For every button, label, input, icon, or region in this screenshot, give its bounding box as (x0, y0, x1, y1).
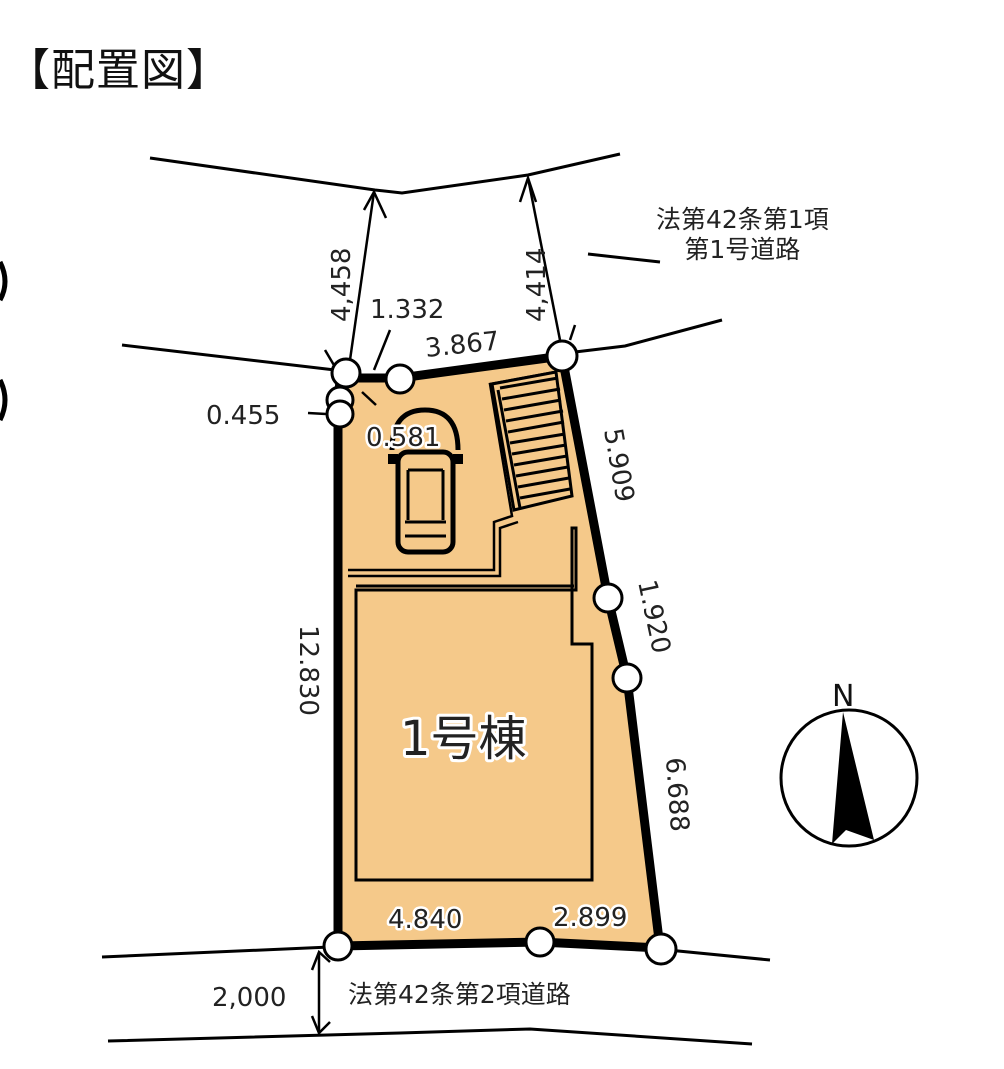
arrow-icon (310, 949, 331, 971)
north-road-label-line1: 法第42条第1項 (656, 205, 829, 234)
north-road-label: 法第42条第1項 第1号道路 (656, 205, 829, 265)
boundary-marker (330, 357, 362, 389)
dimension-5909: 5.909 (597, 426, 639, 505)
leader-0581 (361, 391, 377, 406)
dimension-line-4458 (348, 191, 376, 361)
north-compass-icon: N (779, 679, 919, 848)
south-road-far-edge (107, 1027, 753, 1046)
dimension-4458: 4,458 (327, 248, 357, 322)
north-road-label-line2: 第1号道路 (684, 235, 801, 264)
boundary-marker (592, 582, 624, 614)
building-footprint (354, 526, 594, 882)
dimension-1332: 1.332 (370, 295, 444, 325)
boundary-marker (545, 339, 579, 373)
boundary-marker (384, 363, 416, 395)
building-label: 1号棟 (400, 711, 527, 767)
dimension-0455: 0.455 (206, 401, 280, 431)
south-road-label: 法第42条第2項道路 (348, 980, 571, 1009)
arrow-icon (310, 1015, 331, 1036)
tick-mark (568, 324, 577, 341)
north-road-near-edge-left (121, 343, 336, 372)
north-label: N (832, 679, 854, 714)
boundary-marker (644, 932, 678, 966)
dimension-2899: 2.899 (553, 903, 627, 933)
page-title: 【配置図】 (6, 45, 231, 96)
parking-area-outline-inner (348, 520, 519, 578)
edge-artifact (0, 378, 8, 422)
road-label-leader (587, 252, 661, 264)
arrow-icon (362, 189, 388, 219)
dimension-12830: 12.830 (293, 625, 323, 716)
leader-0455 (307, 411, 327, 416)
north-road-far-edge (149, 152, 621, 195)
south-road-near-edge-left (101, 945, 331, 959)
dimension-6688: 6.688 (659, 756, 694, 832)
dimension-line-4414 (526, 177, 562, 341)
dimension-0581: 0.581 (366, 423, 440, 453)
dimension-4414: 4,414 (522, 248, 552, 322)
boundary-marker (325, 399, 355, 429)
car-icon (388, 407, 463, 555)
dimension-2000: 2,000 (212, 983, 286, 1013)
boundary-marker (611, 662, 643, 694)
south-road-near-edge-right (667, 948, 771, 962)
boundary-marker (322, 930, 354, 962)
dimension-1920: 1.920 (631, 577, 676, 656)
dimension-4840: 4.840 (388, 905, 462, 935)
north-road-near-edge-right (574, 318, 723, 354)
dimension-3867: 3.867 (424, 326, 501, 364)
boundary-marker (524, 926, 556, 958)
leader-1332 (372, 329, 392, 371)
stairs-icon (490, 370, 574, 512)
arrow-icon (518, 174, 538, 203)
edge-artifact (0, 260, 8, 302)
boundary-markers (322, 339, 678, 966)
